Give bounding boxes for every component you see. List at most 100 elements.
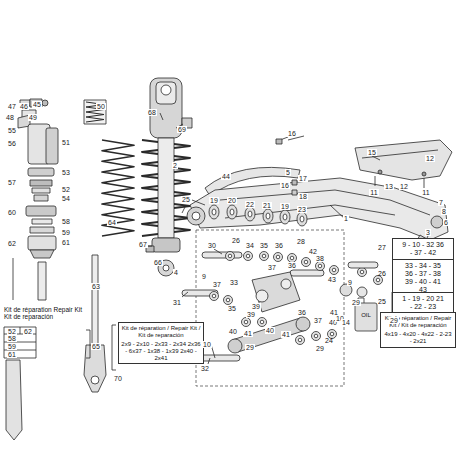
kit-text: Kit de réparation Repair Kit Kit de repa… — [4, 306, 84, 321]
callout-number: 6 — [443, 219, 449, 226]
callout-number: 52 — [61, 186, 71, 193]
callout-number: 44 — [221, 173, 231, 180]
callout-number: 13 — [384, 183, 394, 190]
callout-number: 36 — [297, 309, 307, 316]
callout-number: 16 — [280, 182, 290, 189]
callout-number: 58 — [61, 218, 71, 225]
callout-number: 10 — [202, 341, 212, 348]
callout-number: 56 — [7, 140, 17, 147]
callout-number: 40 — [265, 327, 275, 334]
callout-number: 28 — [296, 238, 306, 245]
callout-number: 51 — [61, 139, 71, 146]
callout-number: 26 — [378, 270, 386, 278]
callout-number: 49 — [28, 114, 38, 121]
callout-number: 29 — [315, 345, 325, 352]
callout-number: 11 — [421, 189, 430, 196]
callout-number: 41 — [281, 331, 291, 338]
callout-number: 29 — [389, 317, 399, 324]
callout-number: 53 — [61, 169, 71, 176]
kit-box: 251 - 19 - 20 21 - 22 - 23 — [392, 292, 454, 314]
callout-number: 50 — [96, 103, 106, 110]
callout-number: 3 — [425, 229, 431, 236]
callout-number: 26 — [231, 237, 241, 244]
callout-number: 14 — [341, 319, 351, 326]
callout-number: 22 — [245, 201, 255, 208]
kit-text: 1 - 19 - 20 21 - 22 - 23 — [402, 295, 444, 311]
callout-number: 37 — [212, 281, 222, 288]
callout-number: 61 — [7, 351, 17, 358]
kit-text: 2x9 - 2x10 - 2x33 - 2x34 2x36 - 6x37 - 1… — [121, 341, 201, 362]
callout-number: 1 — [343, 215, 349, 222]
callout-number: 29 — [351, 299, 361, 306]
callout-number: 40 — [228, 328, 238, 335]
callout-number: 61 — [61, 239, 71, 246]
callout-number: 68 — [147, 109, 157, 116]
callout-number: 9 — [347, 279, 353, 286]
callout-number: 27 — [378, 244, 386, 252]
callout-number: 19 — [280, 203, 290, 210]
callout-number: 21 — [262, 202, 272, 209]
callout-number: 69 — [177, 126, 187, 133]
callout-number: 25 — [378, 298, 386, 306]
callout-number: 7 — [438, 199, 444, 206]
kit-text: 4x19 - 4x20 - 4x22 - 2-23 - 2x21 — [383, 331, 453, 345]
callout-number: 35 — [259, 242, 269, 249]
callout-number: 16 — [287, 130, 297, 137]
callout-number: 25 — [181, 196, 191, 203]
callout-number: 30 — [207, 242, 217, 249]
callout-number: 9 — [201, 273, 207, 280]
callout-number: 17 — [298, 175, 308, 182]
callout-number: 45 — [32, 101, 42, 108]
kit-box: Kit de réparation Repair Kit Kit de repa… — [2, 304, 86, 323]
callout-number: 32 — [200, 365, 210, 372]
callout-number: 23 — [297, 206, 307, 213]
kit-text: 9 - 10 - 32 36 - 37 - 42 — [402, 241, 444, 257]
callout-number: 67 — [138, 241, 148, 248]
callout-number: 39 — [246, 311, 256, 318]
callout-number: 4 — [173, 269, 179, 276]
callout-number: 11 — [369, 189, 378, 196]
callout-number: 36 — [287, 262, 297, 269]
callout-number: 2 — [172, 162, 178, 169]
callout-number: 34 — [245, 242, 255, 249]
callout-number: 58 — [7, 335, 17, 342]
callout-number: 65 — [91, 343, 101, 350]
callout-number: 31 — [172, 299, 182, 306]
callout-number: 12 — [425, 155, 435, 162]
callout-number: 59 — [61, 229, 71, 236]
callout-number: 5 — [285, 169, 291, 176]
callout-number: 52 — [7, 328, 17, 335]
kit-box: Kit de réparation / Repair Kit / Kit de … — [118, 322, 204, 364]
callout-number: 41 — [243, 330, 253, 337]
callout-number: 37 — [313, 317, 323, 324]
callout-number: 59 — [7, 343, 17, 350]
callout-number: 55 — [7, 127, 17, 134]
callout-number: 39 — [251, 303, 261, 310]
callout-number: 8 — [441, 208, 447, 215]
callout-number: 70 — [113, 375, 123, 382]
callout-number: 46 — [19, 103, 29, 110]
kit-box: 279 - 10 - 32 36 - 37 - 42 — [392, 238, 454, 260]
callout-number: 12 — [399, 183, 409, 190]
callout-number: 15 — [367, 149, 377, 156]
callout-number: 54 — [61, 195, 71, 202]
callout-number: 60 — [7, 209, 17, 216]
callout-number: 64 — [107, 219, 117, 226]
callout-number: 33 — [229, 279, 239, 286]
callout-number: 24 — [325, 337, 333, 345]
kit-text: OIL — [357, 312, 375, 319]
callout-number: 36 — [274, 242, 284, 249]
callout-number: 18 — [298, 193, 308, 200]
callout-number: 35 — [227, 305, 237, 312]
callout-number: 66 — [153, 259, 163, 266]
callout-number: 62 — [7, 240, 17, 247]
callout-number: 38 — [315, 255, 325, 262]
callout-number: 42 — [308, 248, 318, 255]
kit-text: 33 - 34 - 35 36 - 37 - 38 39 - 40 - 41 4… — [402, 262, 444, 294]
callout-number: 47 — [7, 103, 17, 110]
callout-number: 57 — [7, 179, 17, 186]
callout-number: 48 — [5, 114, 15, 121]
kit-text: Kit de réparation / Repair Kit / Kit de … — [121, 325, 201, 339]
callout-number: 62 — [23, 328, 33, 335]
callout-number: 20 — [227, 197, 237, 204]
